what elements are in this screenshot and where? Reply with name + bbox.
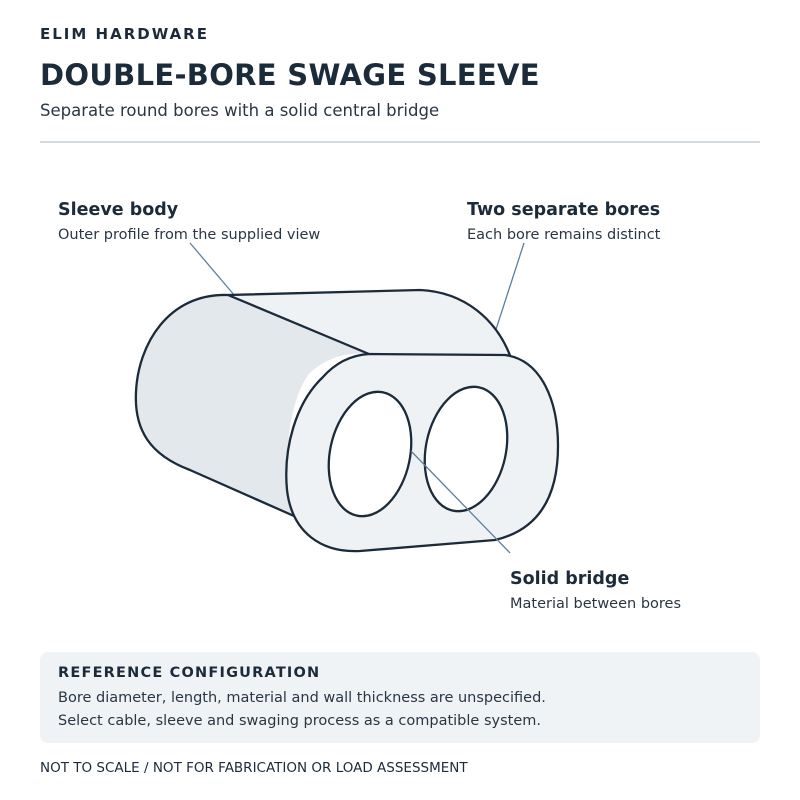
bore-left xyxy=(327,390,413,518)
sleeve-body-title: Sleeve body xyxy=(58,200,179,220)
bridge-title: Solid bridge xyxy=(510,569,630,589)
reference-title: REFERENCE CONFIGURATION xyxy=(58,665,321,681)
sleeve-top-surface xyxy=(228,290,511,358)
reference-line-1: Bore diameter, length, material and wall… xyxy=(58,690,546,706)
sleeve-body-desc: Outer profile from the supplied view xyxy=(58,227,321,243)
sleeve-side-surface xyxy=(135,294,369,516)
bridge-desc: Material between bores xyxy=(510,596,682,612)
sleeve-diagonal-edge xyxy=(227,293,370,356)
bore-right xyxy=(423,385,509,513)
sleeve-body-leader xyxy=(189,242,236,297)
bores-desc: Each bore remains distinct xyxy=(467,227,661,243)
brand-name: ELIM HARDWARE xyxy=(40,25,209,43)
bores-title: Two separate bores xyxy=(467,200,661,220)
sleeve-top-edge xyxy=(227,288,513,359)
page-subtitle: Separate round bores with a solid centra… xyxy=(40,101,440,120)
reference-line-2: Select cable, sleeve and swaging process… xyxy=(58,713,541,729)
sleeve-front-face xyxy=(285,352,560,553)
sleeve-left-outline xyxy=(134,293,295,518)
header-divider xyxy=(40,141,760,143)
page-title: DOUBLE-BORE SWAGE SLEEVE xyxy=(40,58,540,92)
bridge-leader xyxy=(410,450,511,554)
footer-disclaimer: NOT TO SCALE / NOT FOR FABRICATION OR LO… xyxy=(40,760,468,776)
reference-panel: REFERENCE CONFIGURATION Bore diameter, l… xyxy=(40,652,760,743)
